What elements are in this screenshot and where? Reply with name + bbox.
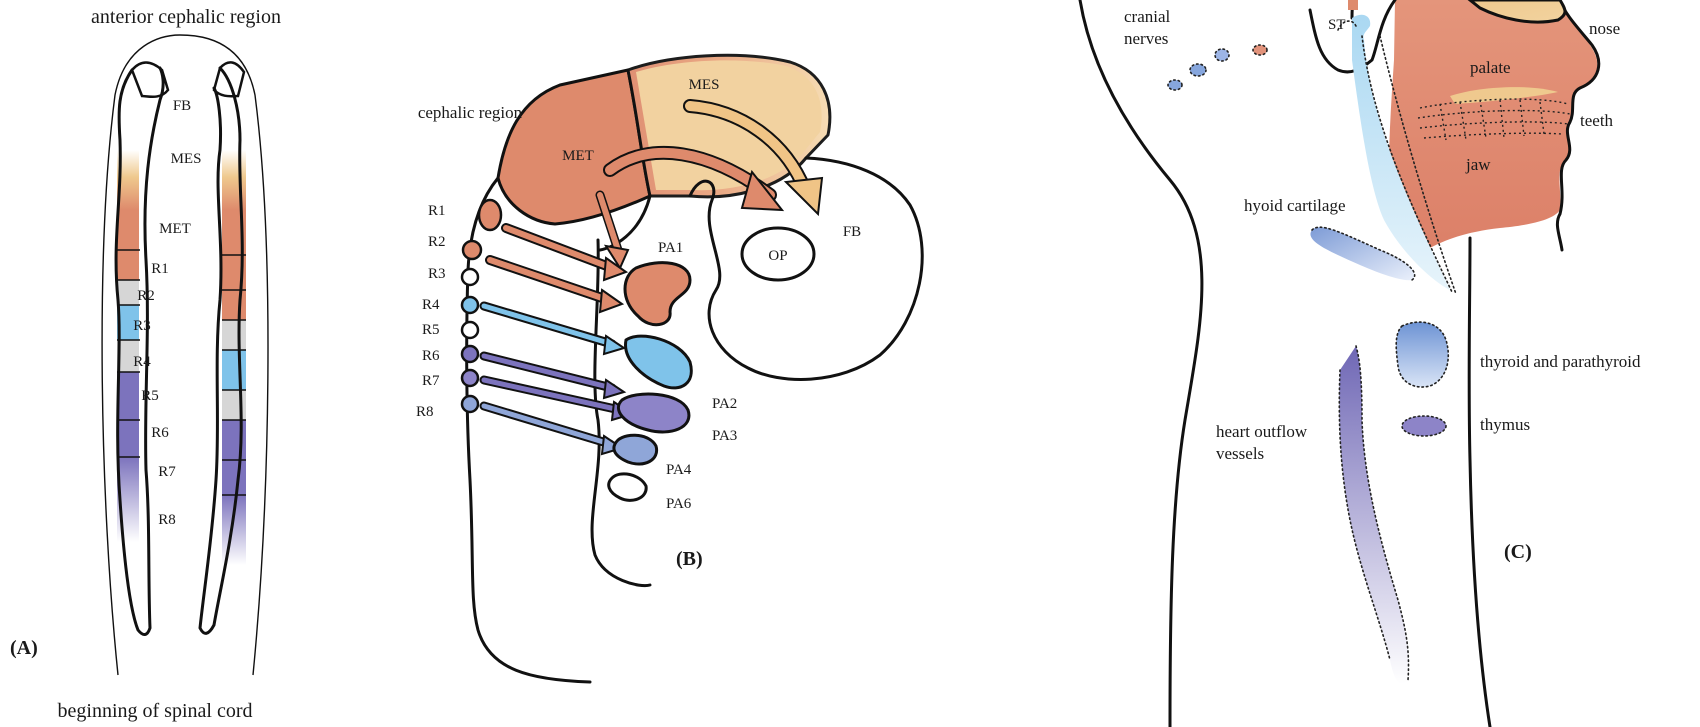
label-op-b: OP [768,248,787,264]
panel-a: anterior cephalic region FB MES MET R1 R… [10,6,281,722]
label-r3-b: R3 [428,266,446,282]
label-mes-b: MES [689,77,720,93]
label-jaw: jaw [1465,155,1491,174]
label-met-b: MET [562,148,594,164]
label-r7-b: R7 [422,373,440,389]
label-nose: nose [1589,19,1620,38]
label-r1-b: R1 [428,203,446,219]
label-palate: palate [1470,58,1511,77]
label-hyoid: hyoid cartilage [1244,196,1346,215]
label-r8-b: R8 [416,404,434,420]
label-r8-a: R8 [158,512,176,528]
left-neural-fold [116,63,168,635]
neck-front [1469,238,1490,727]
label-r5-b: R5 [422,322,440,338]
label-r1-a: R1 [151,261,169,277]
label-r2-a: R2 [137,288,155,304]
head-back-outline [1080,0,1202,727]
panel-b: cephalic region MES MET FB OP R1 R2 R3 R… [416,55,922,682]
label-pa3: PA3 [712,428,737,444]
label-r2-b: R2 [428,234,446,250]
label-r5-a: R5 [141,388,159,404]
panel-c-tag: (C) [1504,541,1532,563]
label-r3-a: R3 [133,318,151,334]
label-r4-a: R4 [133,354,151,370]
cranial-nerves [1168,45,1267,90]
face-region [1389,0,1597,250]
label-fb-b: FB [843,224,861,240]
panel-a-title: anterior cephalic region [91,6,281,28]
label-teeth: teeth [1580,111,1614,130]
label-thyroid: thyroid and parathyroid [1480,352,1641,371]
label-pa4: PA4 [666,462,692,478]
label-pa2: PA2 [712,396,737,412]
label-fb-a: FB [173,98,191,114]
label-r4-b: R4 [422,297,440,313]
right-neural-fold [200,62,246,633]
panel-a-tag: (A) [10,637,38,659]
met-region [498,70,650,224]
panel-b-tag: (B) [676,548,703,570]
label-st: ST [1328,17,1346,33]
panel-a-bottom-label: beginning of spinal cord [58,700,253,722]
thymus-structure [1402,416,1446,436]
label-r6-b: R6 [422,348,440,364]
label-r7-a: R7 [158,464,176,480]
label-mes-a: MES [171,151,202,167]
st-nub [1348,0,1358,10]
label-r6-a: R6 [151,425,169,441]
label-thymus: thymus [1480,415,1530,434]
label-pa1: PA1 [658,240,683,256]
label-pa6: PA6 [666,496,692,512]
panel-b-title: cephalic region [418,103,523,122]
thyroid-structure [1396,322,1448,387]
label-met-a: MET [159,221,191,237]
